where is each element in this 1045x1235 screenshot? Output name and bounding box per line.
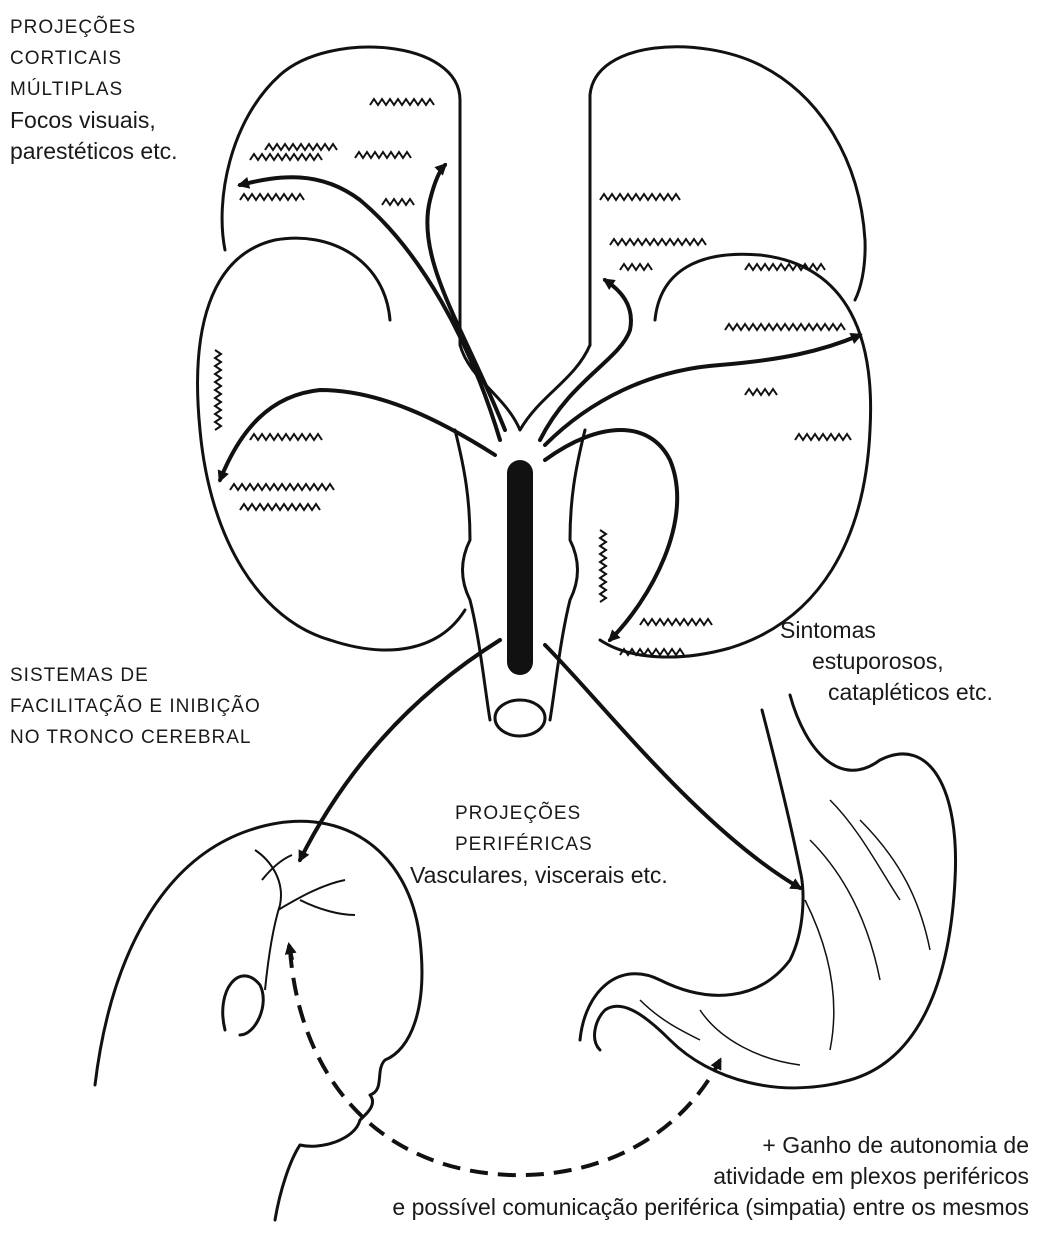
right-frontal-lobe: [590, 47, 865, 345]
brainstem-line-2: FACILITAÇÃO E INIBIÇÃO: [10, 691, 261, 722]
zigzag-mark: [600, 194, 680, 200]
zigzag-mark: [250, 154, 322, 160]
brainstem-line-3: NO TRONCO CEREBRAL: [10, 722, 261, 753]
stomach-outline: [580, 695, 956, 1088]
zigzag-mark: [610, 239, 706, 245]
medulla-ellipse: [495, 700, 545, 736]
stupor-line-2: estuporosos,: [780, 646, 993, 677]
brainstem-core: [507, 460, 533, 675]
zigzag-mark: [370, 99, 434, 105]
zigzag-mark: [600, 530, 606, 602]
zigzag-mark: [640, 619, 712, 625]
brainstem-systems-label: SISTEMAS DE FACILITAÇÃO E INIBIÇÃO NO TR…: [10, 660, 261, 753]
peripheral-line-2: PERIFÉRICAS: [410, 829, 668, 860]
brainstem-line-1: SISTEMAS DE: [10, 660, 261, 691]
autonomy-line-2: atividade em plexos periféricos: [392, 1161, 1029, 1192]
arrow-to-right-temporal-upper: [545, 335, 860, 445]
autonomy-line-1: + Ganho de autonomia de: [392, 1130, 1029, 1161]
autonomy-gain-label: + Ganho de autonomia de atividade em ple…: [392, 1130, 1029, 1223]
head-vessel: [300, 900, 355, 915]
peripheral-line-3: Vasculares, viscerais etc.: [410, 860, 668, 891]
zigzag-mark: [745, 264, 825, 270]
stomach-vessel: [830, 800, 900, 900]
stomach-vessel: [810, 840, 880, 980]
zigzag-mark: [355, 152, 411, 158]
zigzag-mark: [215, 350, 221, 430]
zigzag-mark: [230, 484, 334, 490]
cortical-line-4: Focos visuais,: [10, 105, 177, 136]
zigzag-mark: [620, 649, 684, 655]
zigzag-mark: [382, 199, 414, 205]
stomach-vessel: [700, 1010, 800, 1065]
arrow-to-right-frontal: [540, 280, 631, 440]
stomach-vessel: [805, 900, 834, 1050]
stupor-symptoms-label: Sintomas estuporosos, catapléticos etc.: [780, 615, 993, 708]
midbrain-outline: [460, 345, 590, 430]
cortical-line-3: MÚLTIPLAS: [10, 74, 177, 105]
arrow-to-right-temporal-lower: [545, 430, 677, 640]
zigzag-mark: [265, 144, 337, 150]
zigzag-mark: [240, 194, 304, 200]
head-vessel: [255, 850, 281, 990]
peripheral-projections-label: PROJEÇÕES PERIFÉRICAS Vasculares, viscer…: [410, 798, 668, 891]
right-temporal-lobe: [600, 254, 871, 657]
cortical-line-5: parestéticos etc.: [10, 136, 177, 167]
zigzag-mark: [745, 389, 777, 395]
zigzag-mark: [725, 324, 845, 330]
ear-outline: [223, 976, 264, 1035]
zigzag-mark: [795, 434, 851, 440]
cortical-line-2: CORTICAIS: [10, 43, 177, 74]
zigzag-mark: [240, 504, 320, 510]
cortical-projections-label: PROJEÇÕES CORTICAIS MÚLTIPLAS Focos visu…: [10, 12, 177, 167]
zigzag-mark: [620, 264, 652, 270]
cortical-line-1: PROJEÇÕES: [10, 12, 177, 43]
stomach-vessel: [860, 820, 930, 950]
zigzag-mark: [250, 434, 322, 440]
stupor-line-3: catapléticos etc.: [780, 677, 993, 708]
peripheral-line-1: PROJEÇÕES: [410, 798, 668, 829]
stupor-line-1: Sintomas: [780, 615, 993, 646]
autonomy-line-3: e possível comunicação periférica (simpa…: [392, 1192, 1029, 1223]
